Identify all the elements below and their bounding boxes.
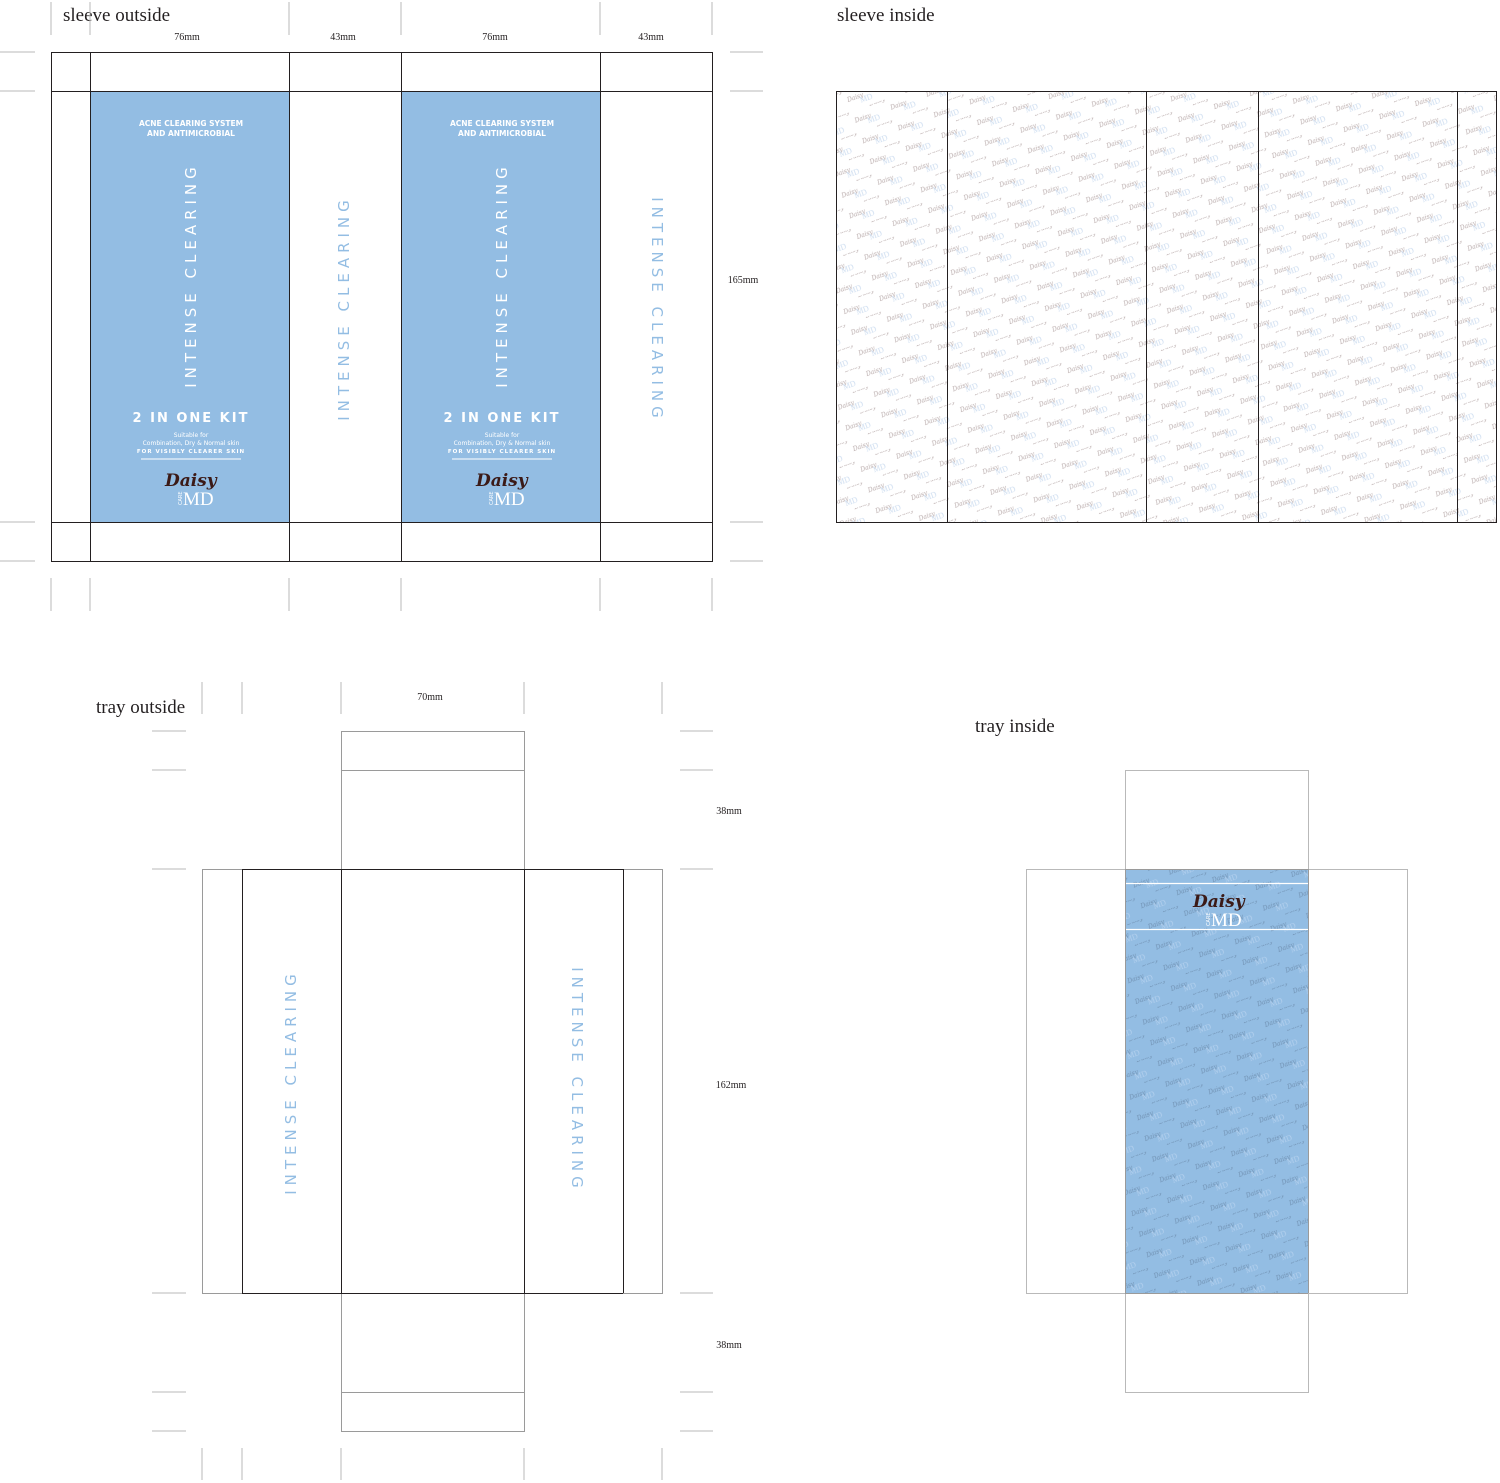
side-panel-text: INTENSE CLEARING: [335, 195, 353, 421]
daisy-md-logo: Daisy CARE MD: [475, 471, 529, 510]
tray-inside-title: tray inside: [975, 716, 1055, 737]
logo-care: CARE: [178, 491, 184, 505]
sleeve-inside-title: sleeve inside: [837, 5, 935, 26]
logo-script: Daisy: [475, 471, 529, 491]
dim-w4: 43mm: [638, 32, 664, 43]
logo-care: CARE: [1206, 912, 1212, 926]
logo-script: Daisy: [164, 471, 218, 491]
front-panel-1: [90, 91, 289, 522]
tagline-1: ACNE CLEARING SYSTEM: [450, 119, 554, 128]
dim-w2: 43mm: [330, 32, 356, 43]
crop-marks: [152, 682, 713, 1480]
logo-mark: MD: [183, 489, 214, 510]
logo-pattern: [836, 91, 1496, 522]
side-panel-text: INTENSE CLEARING: [648, 197, 666, 423]
side-text: INTENSE CLEARING: [282, 969, 300, 1195]
suitable-line-1: Suitable for: [485, 432, 520, 439]
side-text: INTENSE CLEARING: [568, 967, 586, 1193]
daisy-md-logo: Daisy CARE MD: [164, 471, 218, 510]
crop-marks: [0, 2, 763, 611]
kit-label: 2 IN ONE KIT: [133, 411, 250, 426]
tray-outside-title: tray outside: [96, 697, 185, 718]
logo-script: Daisy: [1192, 892, 1246, 912]
product-name: INTENSE CLEARING: [182, 162, 200, 388]
dim-w3: 76mm: [482, 32, 508, 43]
tagline-2: AND ANTIMICROBIAL: [147, 129, 235, 138]
front-panel-2: [401, 91, 600, 522]
logo-care: CARE: [489, 491, 495, 505]
sleeve-outside: sleeve outside 76mm 43mm 76mm 43mm 165mm…: [0, 2, 763, 611]
dim-flap-bottom: 38mm: [716, 1340, 742, 1351]
dim-width: 70mm: [417, 692, 443, 703]
suitable-line-1: Suitable for: [174, 432, 209, 439]
kit-label: 2 IN ONE KIT: [444, 411, 561, 426]
logo-pattern: [1125, 869, 1308, 1293]
suitable-line-2: Combination, Dry & Normal skin: [454, 440, 551, 447]
suitable-line-2: Combination, Dry & Normal skin: [143, 440, 240, 447]
dim-height: 162mm: [716, 1080, 747, 1091]
product-name: INTENSE CLEARING: [493, 162, 511, 388]
tray-outside: tray outside 70mm 38mm 162mm 38mm INTENS…: [96, 682, 746, 1480]
dim-w1: 76mm: [174, 32, 200, 43]
dim-height: 165mm: [728, 275, 759, 286]
daisy-md-logo: Daisy CARE MD: [1192, 892, 1246, 931]
tagline-2: AND ANTIMICROBIAL: [458, 129, 546, 138]
claim: FOR VISIBLY CLEARER SKIN: [137, 449, 245, 455]
sleeve-outside-title: sleeve outside: [63, 5, 170, 26]
sleeve-inside: sleeve inside: [836, 5, 1497, 523]
front-panel-artwork-1: ACNE CLEARING SYSTEM AND ANTIMICROBIAL I…: [133, 119, 250, 510]
logo-mark: MD: [494, 489, 525, 510]
dim-flap-top: 38mm: [716, 806, 742, 817]
front-panel-artwork-2: ACNE CLEARING SYSTEM AND ANTIMICROBIAL I…: [444, 119, 561, 510]
cut-lines: [51, 52, 713, 562]
claim: FOR VISIBLY CLEARER SKIN: [448, 449, 556, 455]
tagline-1: ACNE CLEARING SYSTEM: [139, 119, 243, 128]
tray-inside: tray inside Daisy CARE MD: [975, 716, 1408, 1393]
logo-mark: MD: [1211, 910, 1242, 931]
